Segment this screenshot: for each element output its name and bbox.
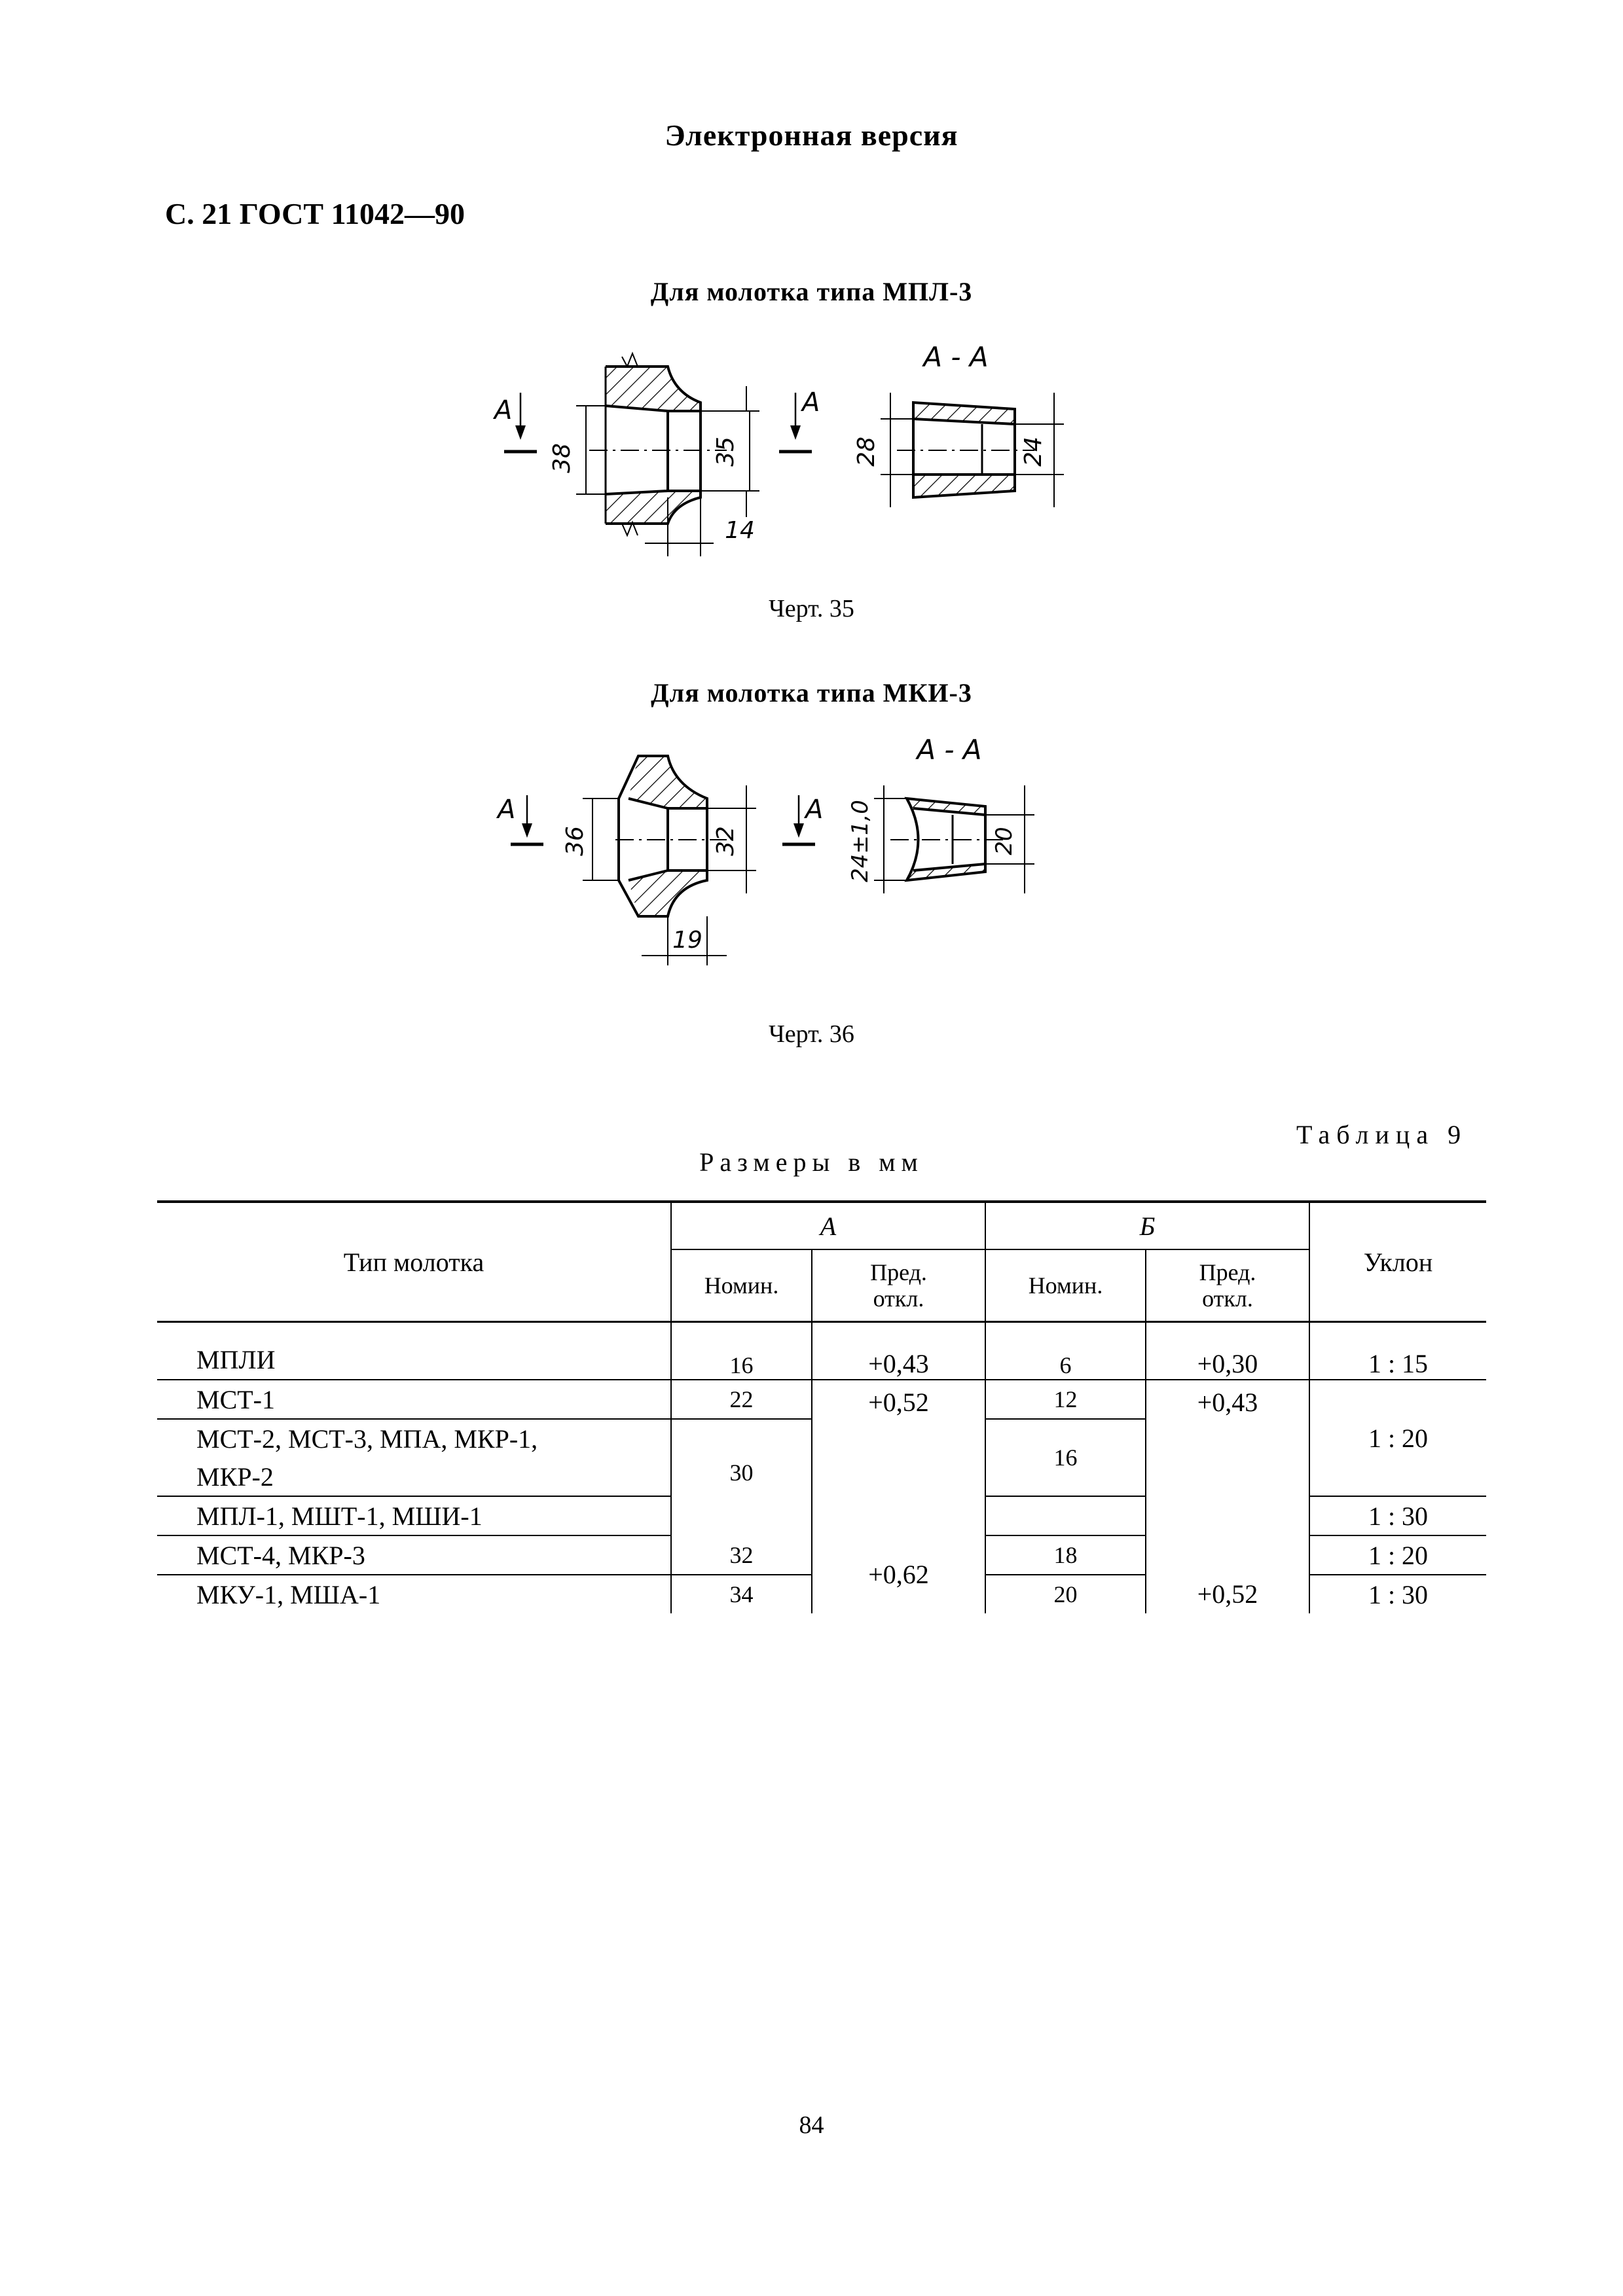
col-a-header: А	[670, 1200, 986, 1250]
svg-text:36: 36	[562, 826, 589, 856]
col-a-dev-header: Пред.откл.	[811, 1249, 986, 1323]
dimensions-table: Тип молотка А Б Уклон Номин. Пред.откл. …	[157, 1200, 1486, 1613]
page-number: 84	[799, 2111, 824, 2139]
table-row: МСТ-1 22 +0,52 12 +0,43 1 : 20	[157, 1380, 1486, 1575]
svg-text:А: А	[496, 795, 515, 825]
svg-text:28: 28	[853, 437, 880, 467]
svg-text:20: 20	[991, 827, 1017, 855]
table-row: МКУ-1, МША-1 34 20 +0,52 1 : 30	[157, 1575, 1486, 1613]
dim-35: 35	[712, 437, 739, 467]
page-reference: С. 21 ГОСТ 11042—90	[165, 197, 465, 230]
figure-36-caption: Для молотка типа МКИ-3	[651, 678, 972, 708]
svg-text:А: А	[800, 387, 820, 418]
dim-38: 38	[549, 443, 575, 473]
table-units: Размеры в мм	[699, 1147, 924, 1177]
table-row: МСТ-2, МСТ-3, МПА, МКР-1, 30 16	[157, 1419, 1486, 1535]
table-row: МПЛИ 16 +0,43 6 +0,30 1 : 15	[157, 1321, 1486, 1380]
table-row: МСТ-4, МКР-3 32 +0,62 18 1 : 20	[157, 1535, 1486, 1613]
table-row: МКР-2	[157, 1458, 1486, 1497]
svg-text:А: А	[492, 395, 512, 425]
figure-35-label: Черт. 35	[769, 595, 854, 622]
dim-14: 14	[725, 517, 755, 544]
figure-36-drawing: 36 32 19 А А А - А 24±1,0 20	[496, 734, 1034, 965]
table-title: Таблица 9	[1296, 1120, 1468, 1149]
figure-35-drawing: 38 35 14 А А А - А 28 24	[492, 341, 1064, 556]
edition-header: Электронная версия	[665, 118, 958, 152]
col-b-nom-header: Номин.	[985, 1249, 1146, 1323]
svg-text:А - А: А - А	[921, 341, 988, 373]
col-slope-header: Уклон	[1309, 1200, 1486, 1323]
col-b-dev-header: Пред.откл.	[1145, 1249, 1310, 1323]
col-a-nom-header: Номин.	[670, 1249, 812, 1323]
svg-text:А - А: А - А	[915, 734, 981, 766]
table-row: МПЛ-1, МШТ-1, МШИ-1 1 : 30	[157, 1496, 1486, 1536]
figure-35-caption: Для молотка типа МПЛ-3	[650, 277, 973, 306]
svg-text:19: 19	[672, 927, 702, 954]
col-type-header: Тип молотка	[157, 1200, 672, 1323]
svg-text:24: 24	[1020, 437, 1047, 467]
svg-text:А: А	[803, 795, 823, 825]
svg-text:32: 32	[712, 826, 739, 856]
svg-text:24±1,0: 24±1,0	[847, 800, 873, 882]
figure-36-label: Черт. 36	[769, 1020, 854, 1048]
col-b-header: Б	[985, 1200, 1310, 1250]
